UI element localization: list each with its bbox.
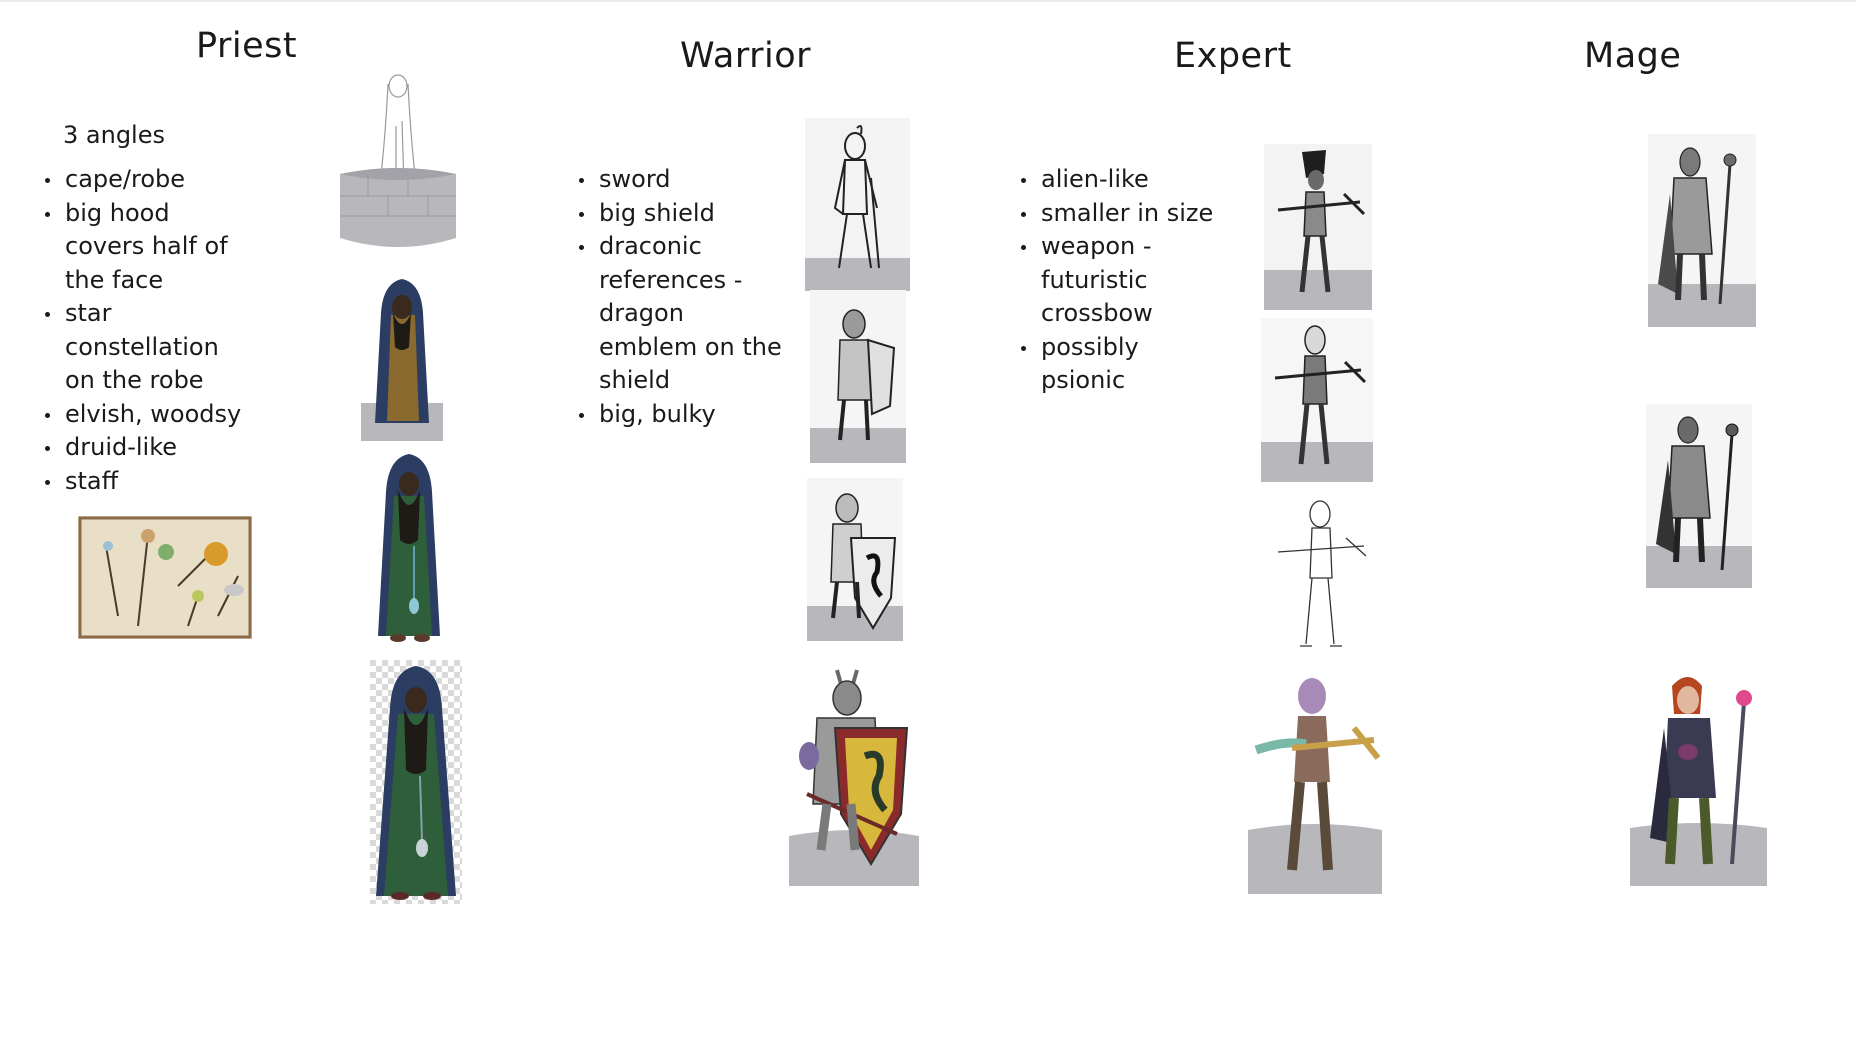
warrior-shaded-image [810,290,906,463]
expert-sketch-image [1264,144,1372,310]
priest-sketch-image [338,66,458,256]
expert-color-image [1246,670,1384,894]
list-item: weapon - futuristic crossbow [1016,230,1216,331]
list-item: big shield [574,197,784,231]
mage-shaded-image [1646,404,1752,588]
warrior-sketch-image [805,118,910,291]
priest-transparent-image [370,660,462,904]
priest-subnote: 3 angles [63,121,165,149]
warrior-dragon-shield-sketch-image [807,478,903,641]
top-divider [0,0,1856,2]
list-item: draconic references - dragon emblem on t… [574,230,784,398]
warrior-heading: Warrior [680,36,812,76]
priest-brown-robe-image [361,273,443,441]
expert-heading: Expert [1174,36,1292,76]
list-item: elvish, woodsy [40,398,250,432]
list-item: big, bulky [574,398,784,432]
list-item: sword [574,163,784,197]
expert-shaded-image [1261,318,1373,482]
list-item: alien-like [1016,163,1216,197]
expert-bullet-list: alien-like smaller in size weapon - futu… [1016,163,1216,398]
list-item: staff [40,465,250,499]
mage-sketch-image [1648,134,1756,327]
priest-green-robe-image [368,450,450,644]
priest-heading: Priest [196,26,298,66]
list-item: star constellation on the robe [40,297,250,398]
staff-reference-image [78,516,252,639]
list-item: druid-like [40,431,250,465]
expert-lineart-image [1268,496,1374,656]
warrior-bullet-list: sword big shield draconic references - d… [574,163,784,431]
priest-bullet-list: cape/robe big hood covers half of the fa… [40,163,250,498]
list-item: cape/robe [40,163,250,197]
mage-color-image [1628,668,1769,886]
mage-heading: Mage [1584,36,1682,76]
list-item: smaller in size [1016,197,1216,231]
list-item: possibly psionic [1016,331,1216,398]
list-item: big hood covers half of the face [40,197,250,298]
warrior-color-image [787,664,921,886]
